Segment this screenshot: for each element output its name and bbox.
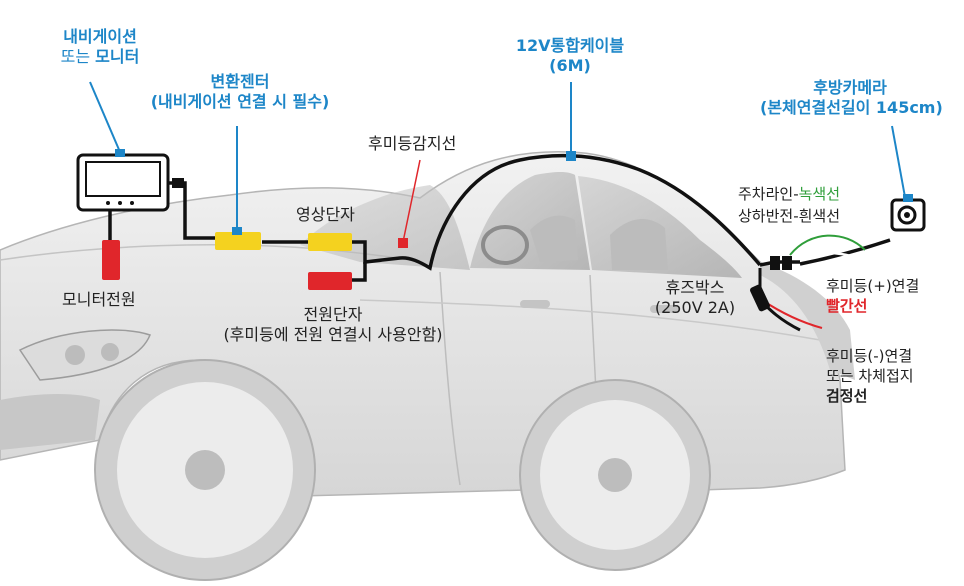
- camera-title: 후방카메라: [813, 78, 887, 97]
- cable-subtitle: (6M): [549, 56, 591, 75]
- plus-text: 후미등(+)연결: [826, 277, 920, 295]
- fusebox-spec: (250V 2A): [654, 298, 736, 317]
- power-terminal-title: 전원단자: [303, 305, 363, 324]
- fusebox-title: 휴즈박스: [665, 278, 725, 297]
- label-video-terminal: 영상단자: [296, 205, 355, 224]
- rear-wheel: [519, 379, 711, 571]
- video-connector: [308, 233, 352, 251]
- minus-color: 검정선: [826, 387, 868, 405]
- label-parking-line: 주차라인-녹색선: [738, 184, 840, 204]
- plus-color: 빨간선: [826, 297, 868, 315]
- nav-monitor: 모니터: [95, 47, 140, 66]
- label-minus: 후미등(-)연결 또는 차체접지 검정선: [826, 346, 914, 406]
- front-wheel: [94, 359, 316, 581]
- camera-subtitle: (본체연결선길이 145cm): [760, 98, 943, 117]
- minus-line1: 후미등(-)연결: [826, 347, 913, 365]
- cable-title: 12V통합케이블: [515, 36, 625, 55]
- label-gender: 변환젠터 (내비게이션 연결 시 필수): [130, 72, 350, 112]
- gender-title: 변환젠터: [210, 72, 270, 91]
- power-connector: [308, 272, 352, 290]
- label-flip: 상하반전-흰색선: [738, 207, 841, 225]
- gender-subtitle: (내비게이션 연결 시 필수): [150, 92, 330, 111]
- leader-lines: [89, 81, 906, 232]
- nav-title: 내비게이션: [63, 27, 137, 46]
- label-fusebox: 휴즈박스 (250V 2A): [640, 278, 750, 318]
- label-cable: 12V통합케이블 (6M): [495, 36, 645, 76]
- nav-prefix: 또는: [60, 47, 96, 66]
- label-navigation: 내비게이션 또는 모니터: [40, 27, 160, 67]
- monitor-device: [76, 149, 184, 212]
- minus-line2: 또는 차체접지: [826, 367, 914, 385]
- label-plus: 후미등(+)연결 빨간선: [826, 276, 919, 316]
- parking-prefix: 주차라인-: [738, 185, 799, 203]
- rear-camera: [890, 194, 926, 232]
- label-rearlight-sensor: 후미등감지선: [368, 134, 457, 153]
- monitor-power-connector: [102, 240, 120, 280]
- gender-connector: [215, 232, 261, 250]
- label-monitor-power: 모니터전원: [62, 290, 136, 309]
- label-power-terminal: 전원단자 (후미등에 전원 연결시 사용안함): [198, 305, 468, 345]
- parking-color: 녹색선: [798, 185, 841, 203]
- power-terminal-subtitle: (후미등에 전원 연결시 사용안함): [223, 325, 443, 344]
- fusebox-device: [750, 284, 770, 312]
- label-camera: 후방카메라 (본체연결선길이 145cm): [760, 78, 943, 118]
